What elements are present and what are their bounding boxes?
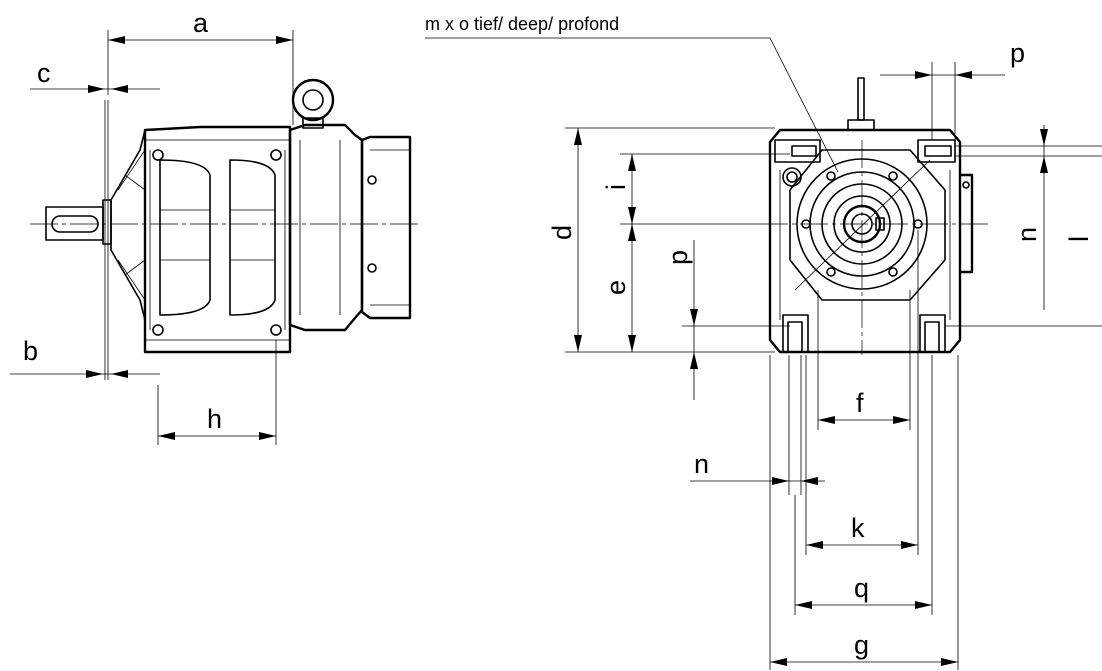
label-d: d bbox=[547, 225, 577, 240]
label-n-bottom: n bbox=[694, 449, 709, 479]
label-p-vertical: p bbox=[663, 250, 693, 265]
label-i: i bbox=[601, 184, 631, 190]
label-a: a bbox=[193, 8, 209, 38]
label-c: c bbox=[37, 58, 51, 88]
label-k: k bbox=[851, 513, 865, 543]
label-p-top: p bbox=[1010, 38, 1025, 68]
label-f: f bbox=[856, 388, 864, 418]
label-e: e bbox=[601, 280, 631, 295]
label-g: g bbox=[854, 630, 869, 660]
label-q: q bbox=[854, 573, 869, 603]
label-n-right: n bbox=[1012, 227, 1042, 242]
label-b: b bbox=[23, 336, 38, 366]
label-h: h bbox=[207, 404, 222, 434]
label-l-right: l bbox=[1064, 236, 1094, 242]
dimension-labels: m x o tief/ deep/ profond a c b h d i e … bbox=[23, 8, 1094, 660]
note-text: m x o tief/ deep/ profond bbox=[425, 14, 619, 34]
front-view bbox=[425, 37, 1102, 670]
side-view bbox=[10, 30, 420, 445]
